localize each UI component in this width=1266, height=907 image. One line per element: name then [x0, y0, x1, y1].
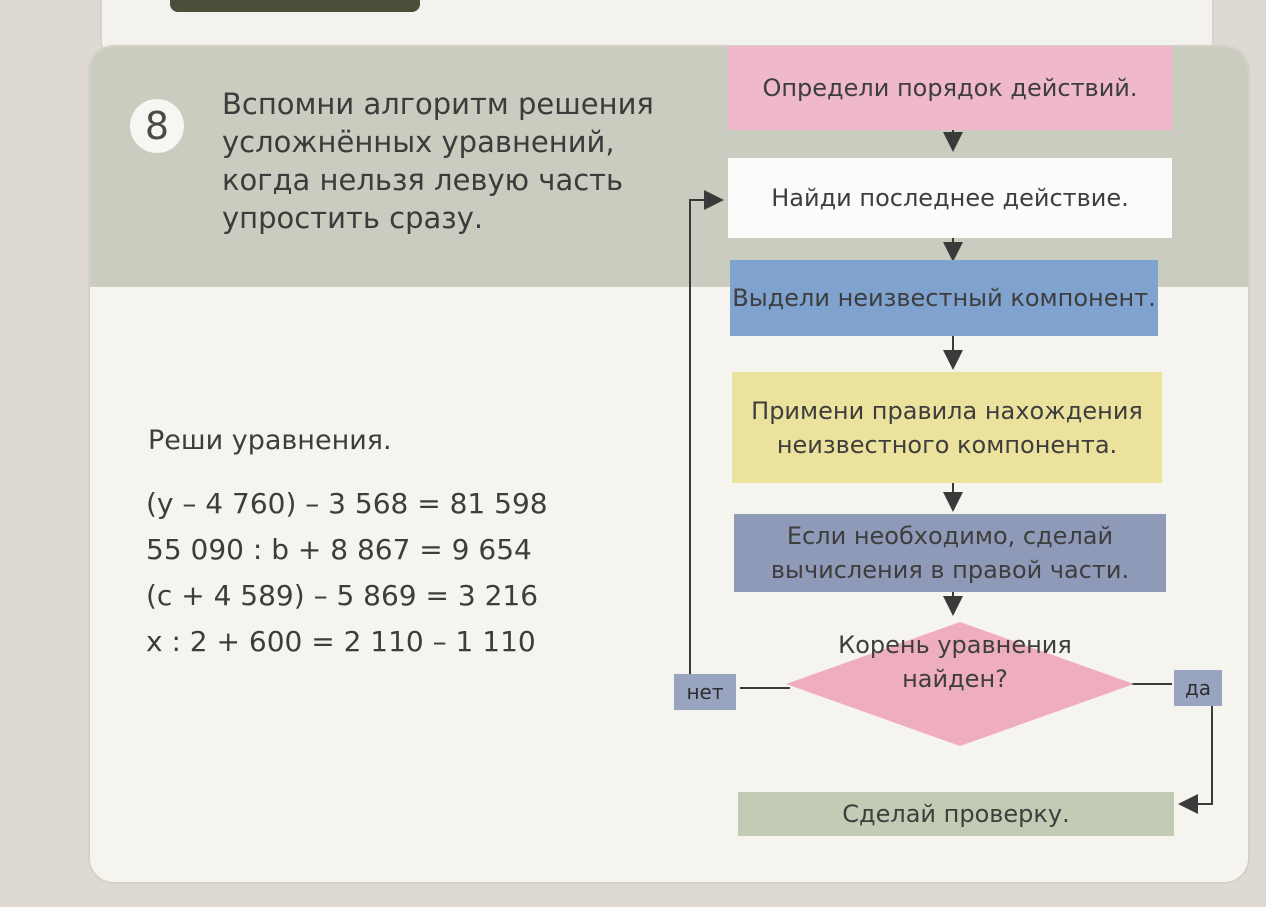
yes-label: да — [1174, 670, 1222, 706]
equation-1: (y – 4 760) – 3 568 = 81 598 — [146, 487, 548, 520]
flow-step-2: Найди последнее действие. — [728, 158, 1172, 238]
flow-final-check: Сделай проверку. — [738, 792, 1174, 836]
flow-step-4: Примени правила нахождения неизвестного … — [732, 372, 1162, 483]
no-label: нет — [674, 674, 736, 710]
equation-3: (c + 4 589) – 5 869 = 3 216 — [146, 579, 539, 612]
task-subtitle: Реши уравнения. — [148, 425, 392, 456]
flow-step-5: Если необходимо, сделай вычисления в пра… — [734, 514, 1166, 592]
flow-decision-text: Корень уравнения найден? — [838, 631, 1072, 693]
flow-step-3: Выдели неизвестный компонент. — [730, 260, 1158, 336]
arrow-yes-to-check — [1178, 704, 1213, 814]
task-number: 8 — [130, 99, 184, 153]
flow-step-1: Определи порядок действий. — [728, 46, 1172, 130]
loop-no-to-step2 — [689, 190, 724, 675]
previous-task-image-edge — [170, 0, 420, 12]
task-intro: Вспомни алгоритм решения усложнённых ура… — [222, 87, 654, 235]
equation-4: x : 2 + 600 = 2 110 – 1 110 — [146, 625, 536, 658]
flow-decision-diamond — [786, 622, 1134, 746]
equation-2: 55 090 : b + 8 867 = 9 654 — [146, 533, 532, 566]
